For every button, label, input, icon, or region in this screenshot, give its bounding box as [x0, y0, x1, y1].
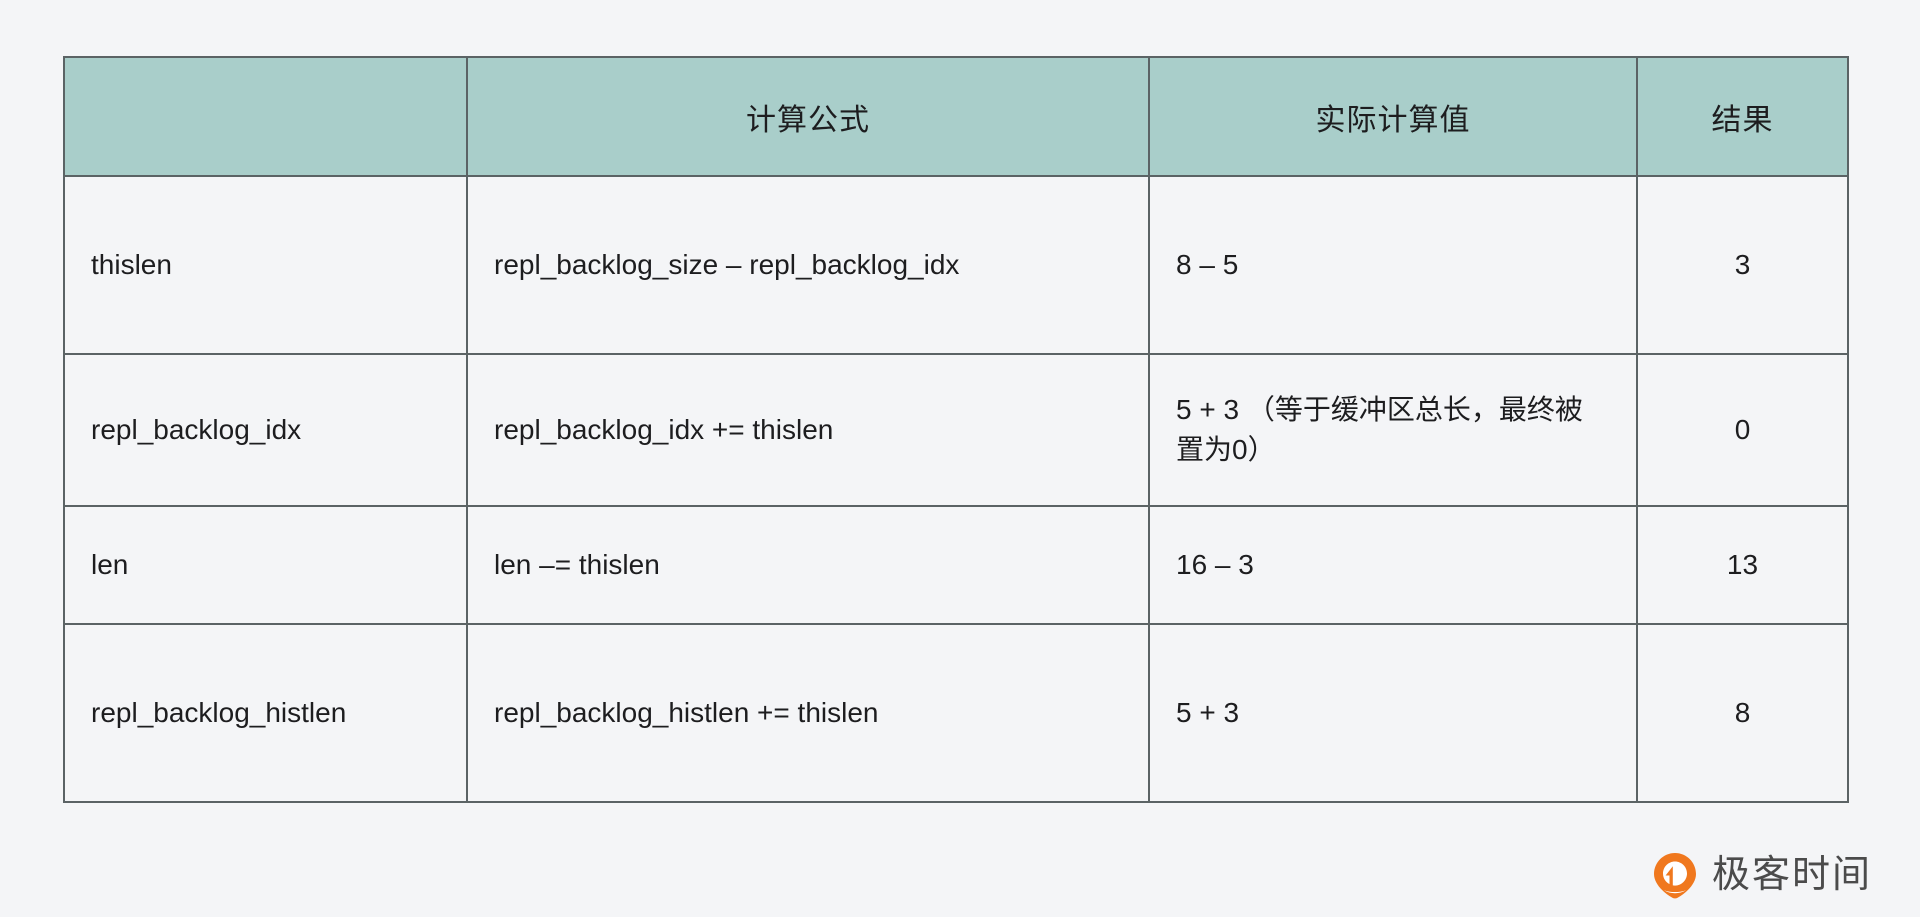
cell-actual-value: 5 + 3 （等于缓冲区总长，最终被置为0）	[1148, 353, 1638, 507]
cell-text: repl_backlog_idx	[91, 414, 302, 446]
brand-name: 极客时间	[1711, 854, 1872, 896]
cell-result: 0	[1636, 353, 1849, 507]
cell-formula: len –= thislen	[466, 505, 1150, 625]
column-header-formula: 计算公式	[466, 56, 1150, 177]
cell-text: repl_backlog_idx += thislen	[494, 414, 834, 446]
cell-text: thislen	[91, 249, 172, 281]
cell-actual-value: 5 + 3	[1148, 623, 1638, 803]
cell-actual-value: 8 – 5	[1148, 175, 1638, 355]
column-header-result: 结果	[1636, 56, 1849, 177]
table-row: repl_backlog_idx repl_backlog_idx += thi…	[63, 353, 1849, 507]
table-row: thislen repl_backlog_size – repl_backlog…	[63, 175, 1849, 355]
column-header-variable	[63, 56, 468, 177]
cell-text: len –= thislen	[494, 549, 660, 581]
cell-text: repl_backlog_size – repl_backlog_idx	[494, 249, 960, 281]
cell-formula: repl_backlog_histlen += thislen	[466, 623, 1150, 803]
cell-text: 3	[1734, 249, 1751, 281]
table-row: repl_backlog_histlen repl_backlog_histle…	[63, 623, 1849, 803]
cell-text: 0	[1734, 414, 1751, 446]
cell-text: 8	[1734, 697, 1751, 729]
cell-variable-name: repl_backlog_histlen	[63, 623, 468, 803]
location-pin-icon	[1651, 851, 1699, 899]
cell-formula: repl_backlog_size – repl_backlog_idx	[466, 175, 1150, 355]
cell-text: 8 – 5	[1176, 249, 1239, 281]
cell-result: 3	[1636, 175, 1849, 355]
table-body: thislen repl_backlog_size – repl_backlog…	[63, 175, 1849, 803]
cell-text: len	[91, 549, 129, 581]
brand-watermark: 极客时间	[1651, 851, 1872, 899]
cell-actual-value: 16 – 3	[1148, 505, 1638, 625]
cell-formula: repl_backlog_idx += thislen	[466, 353, 1150, 507]
cell-result: 13	[1636, 505, 1849, 625]
cell-variable-name: thislen	[63, 175, 468, 355]
cell-text: repl_backlog_histlen	[91, 697, 347, 729]
cell-text: repl_backlog_histlen += thislen	[494, 697, 879, 729]
cell-variable-name: repl_backlog_idx	[63, 353, 468, 507]
cell-result: 8	[1636, 623, 1849, 803]
cell-text: 5 + 3	[1176, 697, 1240, 729]
cell-text: 13	[1726, 549, 1759, 581]
cell-variable-name: len	[63, 505, 468, 625]
calculation-table: 计算公式 实际计算值 结果 thislen repl_backlog_size …	[63, 56, 1849, 803]
cell-text: 16 – 3	[1176, 549, 1254, 581]
cell-text: 5 + 3 （等于缓冲区总长，最终被置为0）	[1176, 394, 1583, 465]
column-header-actual-value: 实际计算值	[1148, 56, 1638, 177]
table-header: 计算公式 实际计算值 结果	[63, 56, 1849, 177]
table-row: len len –= thislen 16 – 3 13	[63, 505, 1849, 625]
table-header-row: 计算公式 实际计算值 结果	[63, 56, 1849, 177]
calculation-table-container: 计算公式 实际计算值 结果 thislen repl_backlog_size …	[63, 56, 1849, 803]
